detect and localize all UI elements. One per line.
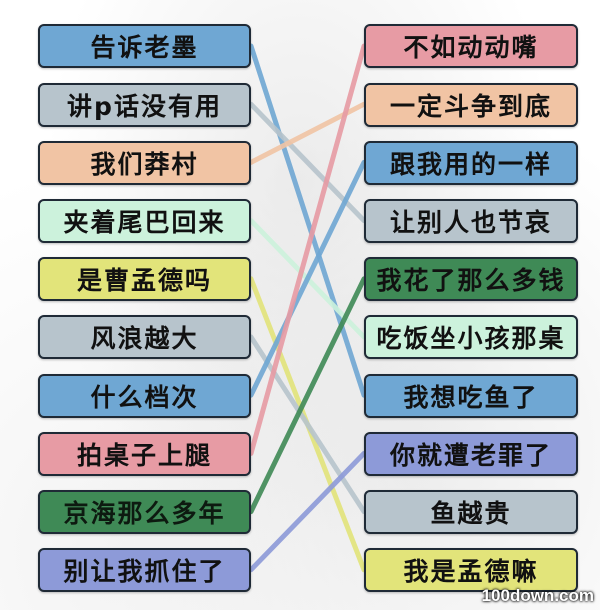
connection-line-7 <box>248 159 367 398</box>
site-watermark: 100down.com <box>481 586 594 605</box>
right-card-2[interactable]: 一定斗争到底 <box>364 83 578 127</box>
left-card-8[interactable]: 拍桌子上腿 <box>38 432 251 476</box>
left-card-1[interactable]: 告诉老墨 <box>38 24 251 68</box>
right-card-8[interactable]: 你就遭老罪了 <box>364 432 578 476</box>
left-card-6[interactable]: 风浪越大 <box>38 315 251 359</box>
left-card-10[interactable]: 别让我抓住了 <box>38 548 251 592</box>
left-card-4[interactable]: 夹着尾巴回来 <box>38 199 251 243</box>
left-card-9[interactable]: 京海那么多年 <box>38 490 251 534</box>
right-card-4[interactable]: 让别人也节哀 <box>364 199 578 243</box>
connection-line-8 <box>248 43 367 456</box>
connection-line-10 <box>248 450 367 573</box>
connection-line-2 <box>248 101 367 224</box>
right-card-7[interactable]: 我想吃鱼了 <box>364 374 578 418</box>
left-card-3[interactable]: 我们莽村 <box>38 141 251 185</box>
right-card-9[interactable]: 鱼越贵 <box>364 490 578 534</box>
right-card-6[interactable]: 吃饭坐小孩那桌 <box>364 315 578 359</box>
right-card-3[interactable]: 跟我用的一样 <box>364 141 578 185</box>
connection-line-1 <box>248 43 367 398</box>
right-card-5[interactable]: 我花了那么多钱 <box>364 257 578 301</box>
right-card-1[interactable]: 不如动动嘴 <box>364 24 578 68</box>
left-card-2[interactable]: 讲p话没有用 <box>38 83 251 127</box>
left-card-5[interactable]: 是曹孟德吗 <box>38 257 251 301</box>
left-card-7[interactable]: 什么档次 <box>38 374 251 418</box>
connection-line-6 <box>248 334 367 515</box>
connection-line-9 <box>248 276 367 515</box>
right-card-10[interactable]: 我是孟德嘛 <box>364 548 578 592</box>
